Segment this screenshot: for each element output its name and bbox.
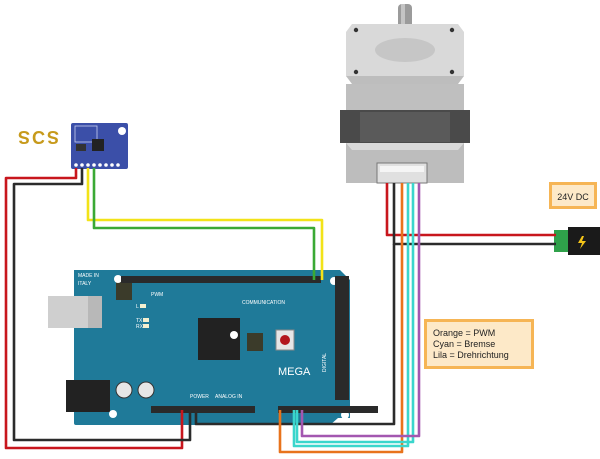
wire-sensor-sda xyxy=(92,168,316,280)
wires xyxy=(4,168,556,454)
dc-power-connector xyxy=(554,227,600,255)
power-header xyxy=(151,406,255,413)
legend-item-orange: Orange = PWM xyxy=(433,328,496,338)
wire-motor-red xyxy=(385,183,556,237)
analog-in-label: ANALOG IN xyxy=(215,394,243,400)
wire-sensor-gnd xyxy=(12,168,192,442)
wire-sensor-scl xyxy=(86,168,324,280)
digital-header-right xyxy=(335,276,349,400)
wire-cyan-brake xyxy=(292,183,410,448)
dc-jack xyxy=(66,380,110,412)
led-tx-label: TX xyxy=(136,318,143,324)
made-in-label: MADE IN xyxy=(78,273,99,279)
wire-sensor-vcc xyxy=(4,168,184,450)
digital-label: DIGITAL xyxy=(322,352,328,372)
digital-header-top xyxy=(121,276,321,283)
sensor-module xyxy=(71,123,128,169)
arduino-mega-board xyxy=(48,270,378,425)
country-label: ITALY xyxy=(78,281,92,287)
analog-header xyxy=(278,406,378,413)
power-label: POWER xyxy=(190,394,209,400)
wire-color-legend: Orange = PWM Cyan = Bremse Lila = Drehri… xyxy=(424,319,534,369)
power-supply-note: 24V DC xyxy=(549,182,597,209)
sensor-logo: ƧCƧ xyxy=(18,127,62,147)
microcontroller-chip xyxy=(198,318,240,360)
led-rx-label: RX xyxy=(136,324,143,330)
legend-item-purple: Lila = Drehrichtung xyxy=(433,350,509,360)
wire-purple-direction xyxy=(300,183,421,438)
lightning-icon xyxy=(578,236,586,249)
pwm-label: PWM xyxy=(151,292,164,298)
wire-orange-pwm xyxy=(278,183,404,454)
led-l-label: L xyxy=(136,304,139,310)
legend-item-cyan: Cyan = Bremse xyxy=(433,339,496,349)
stepper-motor xyxy=(340,4,470,184)
board-model-label: MEGA xyxy=(278,366,311,378)
wire-cyan-brake-2 xyxy=(295,183,415,444)
communication-label: COMMUNICATION xyxy=(242,300,285,306)
